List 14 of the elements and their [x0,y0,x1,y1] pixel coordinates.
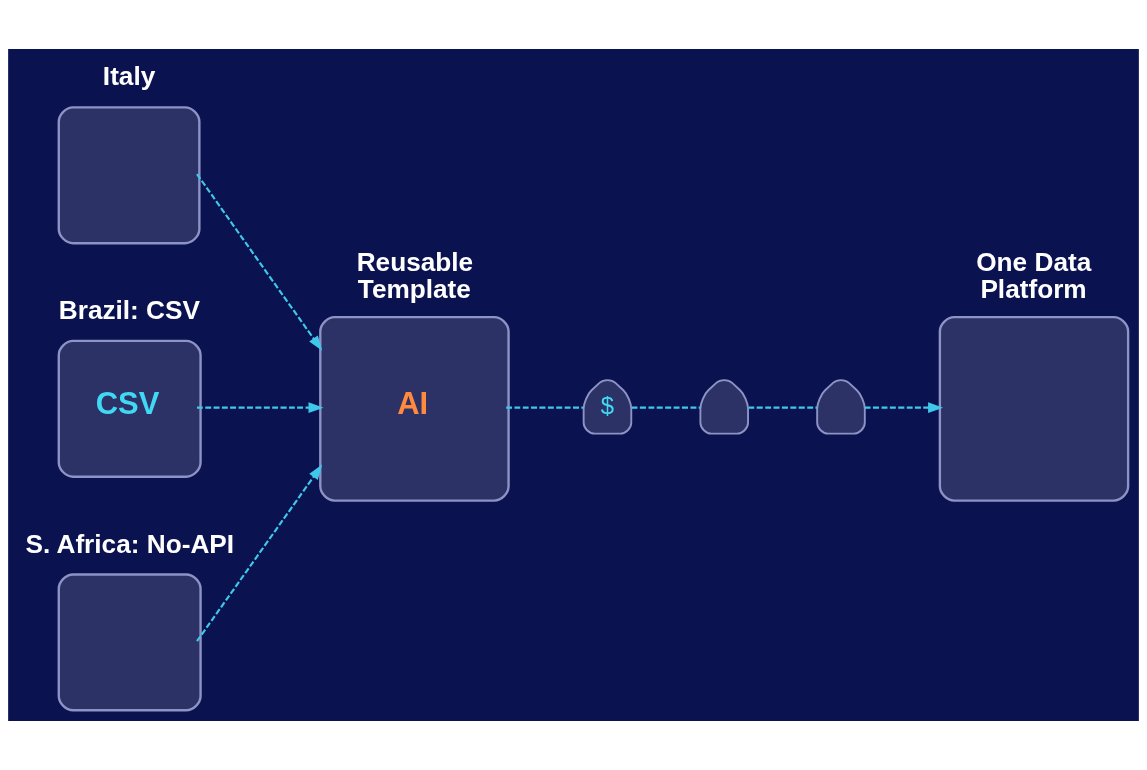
connector [506,406,584,409]
arrow [196,173,323,351]
node-tag [816,379,866,435]
node-tag [699,379,749,435]
connector [748,406,818,409]
node-label: Reusable Template [356,247,474,304]
arrow [864,402,944,413]
node-label: One Data Platform [976,247,1092,304]
node-label: Italy [102,61,156,92]
arrow [197,402,324,413]
connector [631,406,701,409]
node-label: S. Africa: No-API [25,528,235,559]
node-label: Brazil: CSV [58,294,201,325]
arrow [196,464,323,642]
